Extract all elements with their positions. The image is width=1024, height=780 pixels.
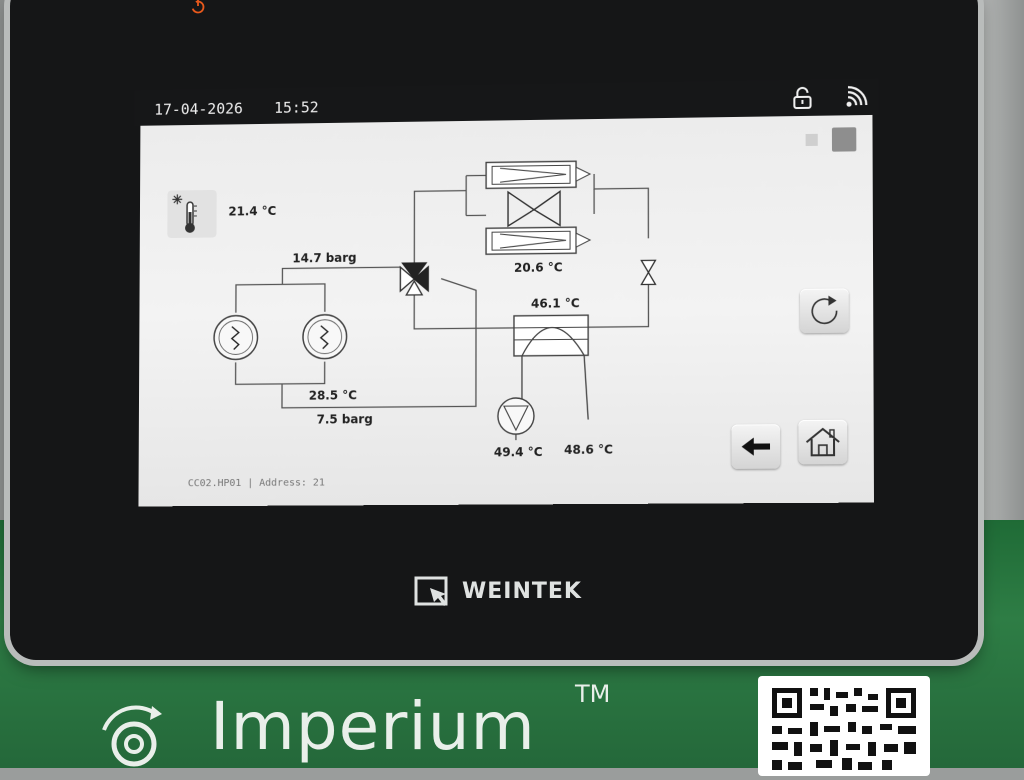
status-date: 17-04-2026: [154, 100, 243, 119]
compressor-1: [214, 315, 258, 359]
product-name: Imperium: [210, 688, 536, 765]
weintek-logo-mark: [412, 574, 456, 612]
home-button[interactable]: [798, 420, 847, 465]
device-address: CC02.HP01 | Address: 21: [188, 477, 325, 489]
condenser-fan: [508, 191, 560, 226]
condenser-coil-top: [486, 161, 590, 188]
hmi-display: 21.4 °C: [138, 115, 874, 506]
hx-temp-label: 46.1 °C: [531, 296, 580, 311]
hmi-bezel: 17-04-2026 15:52: [10, 0, 978, 660]
condenser-coil-bottom: [486, 227, 590, 254]
refresh-icon: [800, 288, 849, 333]
home-icon: [798, 420, 847, 465]
ambient-temp-label: 21.4 °C: [228, 204, 276, 219]
back-button[interactable]: [731, 424, 780, 469]
qr-code[interactable]: [758, 676, 930, 776]
trademark-symbol: TM: [575, 680, 610, 708]
hmi-screen: 17-04-2026 15:52: [133, 79, 881, 507]
suction-temp-label: 28.5 °C: [309, 388, 357, 402]
water-in-temp-label: 48.6 °C: [564, 442, 613, 456]
back-arrow-icon: [731, 424, 780, 469]
water-out-temp-label: 49.4 °C: [494, 445, 543, 459]
status-time: 15:52: [274, 98, 319, 116]
condenser-temp-label: 20.6 °C: [514, 260, 563, 275]
piping: [236, 173, 649, 408]
three-way-valve: [400, 263, 428, 295]
wireless-signal-icon: [844, 85, 868, 109]
gear-icon: [86, 700, 182, 780]
high-pressure-label: 14.7 barg: [292, 251, 356, 266]
expansion-valve: [641, 260, 655, 284]
power-icon[interactable]: [190, 0, 206, 14]
low-pressure-label: 7.5 barg: [317, 412, 373, 426]
unlocked-padlock-icon[interactable]: [791, 86, 813, 110]
brand-name: WEINTEK: [462, 579, 582, 604]
compressor-2: [303, 315, 347, 359]
water-pump: [498, 398, 534, 440]
qr-code-pattern: [758, 676, 930, 776]
refresh-button[interactable]: [800, 288, 849, 333]
